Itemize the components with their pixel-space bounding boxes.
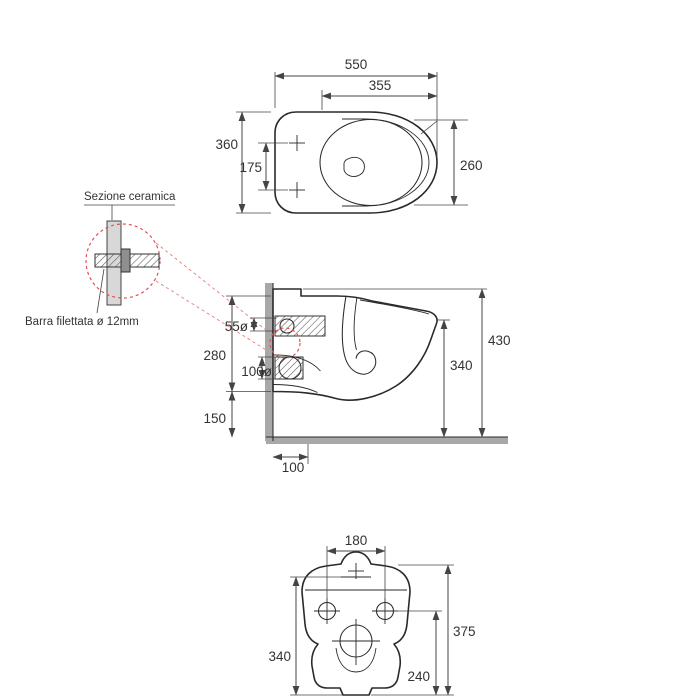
dim-top-bowl-length: 355	[321, 78, 438, 110]
dim-value: 55ø	[225, 319, 248, 334]
rod-label: Barra filettata ø 12mm	[25, 316, 139, 328]
dim-front-lower-height: 240	[394, 610, 442, 696]
wall	[265, 283, 273, 441]
dim-side-total-height: 430	[303, 288, 511, 438]
dim-side-clearance: 150	[203, 391, 236, 438]
dim-value: 375	[453, 624, 476, 639]
fixing-hole-left	[314, 598, 340, 624]
fixing-callout-circle	[269, 327, 301, 359]
callout-link-line	[155, 280, 272, 354]
detail-callout-circle	[85, 223, 161, 299]
dim-value: 150	[203, 411, 226, 426]
bowl-opening	[319, 118, 423, 207]
dim-value: 175	[239, 160, 262, 175]
dim-top-hole-spacing: 175	[239, 142, 288, 191]
inlet-pipe	[279, 318, 295, 334]
outlet-hole	[332, 619, 380, 673]
rod-label-leader	[96, 268, 105, 314]
dim-side-back-height: 280	[203, 295, 271, 392]
dim-front-inlet-height: 340	[268, 576, 343, 696]
dim-value: 430	[488, 333, 511, 348]
dim-value: 355	[369, 78, 392, 93]
rim-slope-line	[359, 299, 430, 315]
dim-value: 280	[203, 348, 226, 363]
section-label: Sezione ceramica	[84, 191, 176, 203]
top-view: 550 355 360 175 260	[215, 57, 483, 214]
outlet-bulge	[335, 647, 377, 673]
dim-front-hole-spacing: 180	[326, 533, 386, 600]
drain-blob	[343, 156, 365, 177]
dim-top-bowl-width: 260	[414, 119, 483, 206]
trap-curve	[341, 295, 377, 375]
dim-side-outlet-distance: 100	[272, 444, 309, 475]
dim-side-rim-height: 340	[437, 319, 473, 438]
dim-value: 240	[407, 669, 430, 684]
dim-value: 360	[215, 137, 238, 152]
bowl-inner-line	[353, 296, 358, 351]
dim-value: 100	[282, 460, 305, 475]
dim-value: 260	[460, 158, 483, 173]
side-view: 55ø 280 100ø 150 430 340	[203, 283, 511, 475]
fixing-hole-mark-bottom	[289, 182, 305, 198]
floor	[266, 437, 508, 444]
dim-value: 550	[345, 57, 368, 72]
front-view: 180 375 240 340	[268, 533, 476, 696]
fixing-hole-right	[372, 598, 398, 624]
dim-value: 100ø	[241, 364, 272, 379]
inlet-center-mark	[348, 563, 364, 579]
dim-top-overall-length: 550	[274, 57, 438, 158]
inlet-duct	[274, 315, 326, 337]
dim-top-overall-width: 360	[215, 111, 271, 214]
dim-side-outlet-diameter: 100ø	[241, 356, 276, 380]
dim-value: 340	[450, 358, 473, 373]
fixing-hole-mark-top	[289, 135, 305, 151]
pan-outline	[274, 111, 438, 214]
dim-front-overall-height: 375	[371, 564, 476, 696]
outlet-channel-bottom	[272, 384, 318, 393]
dim-value: 340	[268, 649, 291, 664]
fixing-nut	[120, 248, 131, 273]
dim-value: 180	[345, 533, 368, 548]
